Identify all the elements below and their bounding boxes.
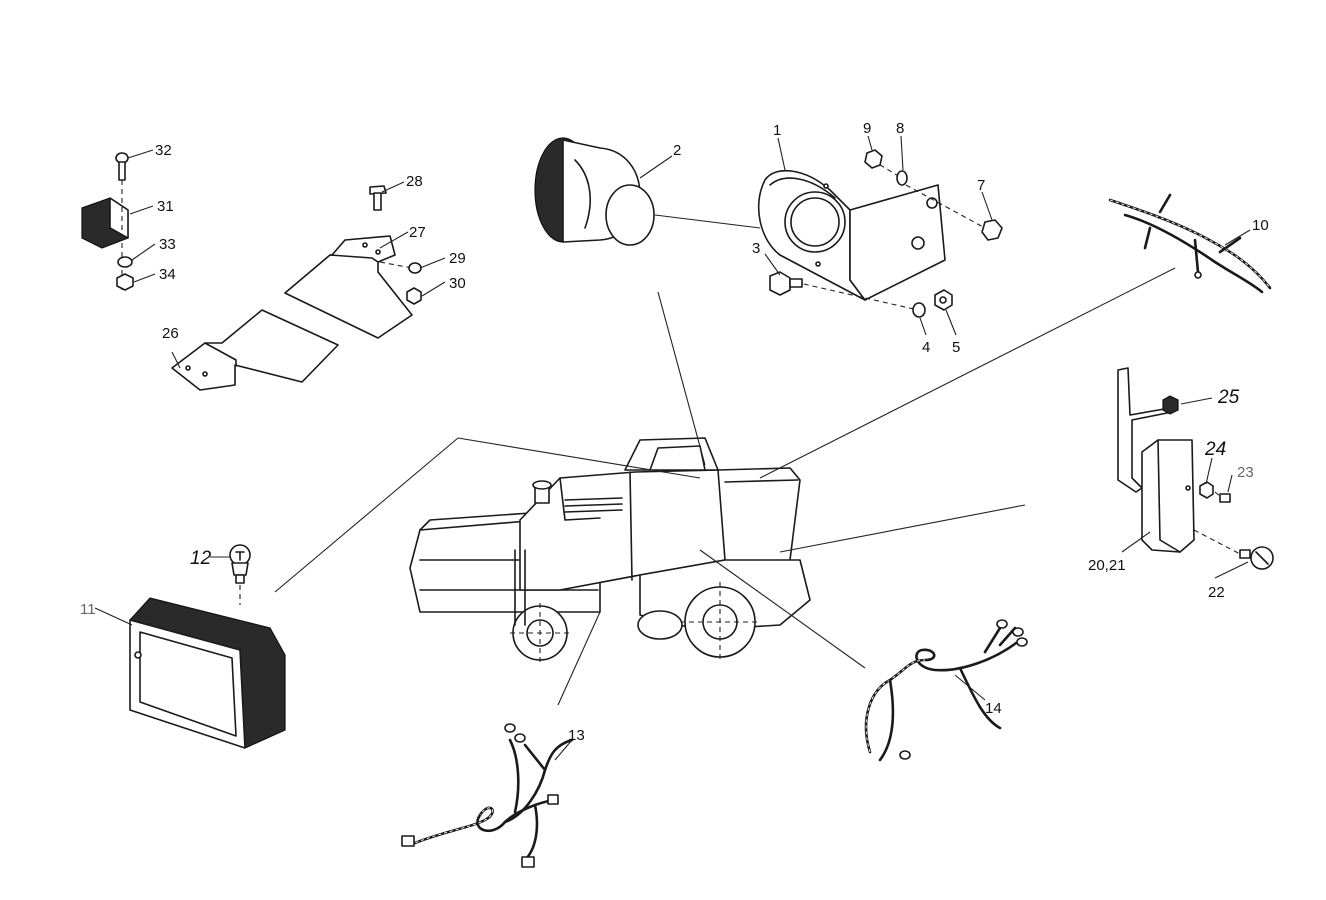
callout-9: 9 — [863, 120, 871, 137]
part-10-wiring-harness — [1108, 193, 1272, 294]
callout-22: 22 — [1208, 584, 1225, 601]
callout-28: 28 — [406, 173, 423, 190]
part-31-relay — [81, 197, 129, 249]
parts-22-25-hardware — [1162, 395, 1274, 570]
part-13-wiring-harness — [401, 723, 574, 868]
parts-32-33-34-fasteners — [115, 152, 134, 291]
callout-25: 25 — [1217, 387, 1240, 408]
combine-harvester — [409, 437, 811, 663]
callout-26: 26 — [162, 325, 179, 342]
parts-28-29-30-fasteners — [369, 185, 422, 305]
bracket-fasteners — [769, 149, 1003, 318]
callout-8: 8 — [896, 120, 904, 137]
callout-4: 4 — [922, 339, 930, 356]
callout-32: 32 — [155, 142, 172, 159]
part-20-21-side-lamp — [1117, 367, 1195, 553]
assembly-leader-lines — [274, 267, 1176, 706]
part-2-lamp-housing — [534, 137, 655, 246]
callout-7: 7 — [977, 177, 985, 194]
callout-24: 24 — [1204, 439, 1226, 460]
callout-labels: 1 2 3 4 5 7 8 9 10 11 12 13 14 20,21 22 … — [80, 120, 1269, 744]
callout-33: 33 — [159, 236, 176, 253]
callout-34: 34 — [159, 266, 176, 283]
callout-29: 29 — [449, 250, 466, 267]
part-1-lamp-bracket — [757, 169, 946, 301]
callout-11: 11 — [80, 601, 96, 618]
callout-12: 12 — [190, 548, 212, 569]
callout-3: 3 — [752, 240, 760, 257]
callout-23: 23 — [1237, 464, 1254, 481]
part-14-wiring-harness — [864, 619, 1028, 762]
callout-30: 30 — [449, 275, 466, 292]
callout-31: 31 — [157, 198, 174, 215]
callout-1: 1 — [773, 122, 781, 139]
callout-20-21: 20,21 — [1088, 557, 1126, 574]
callout-10: 10 — [1252, 217, 1269, 234]
part-2-assembly-line — [654, 214, 761, 229]
part-11-work-light — [129, 597, 286, 749]
part-12-bulb — [229, 544, 251, 605]
part-26-mounting-plate — [171, 309, 339, 391]
callout-27: 27 — [409, 224, 426, 241]
part-27-mounting-plate — [284, 235, 413, 339]
callout-leaders — [94, 135, 1251, 761]
callout-5: 5 — [952, 339, 960, 356]
callout-14: 14 — [985, 700, 1002, 717]
callout-2: 2 — [673, 142, 681, 159]
callout-13: 13 — [568, 727, 585, 744]
